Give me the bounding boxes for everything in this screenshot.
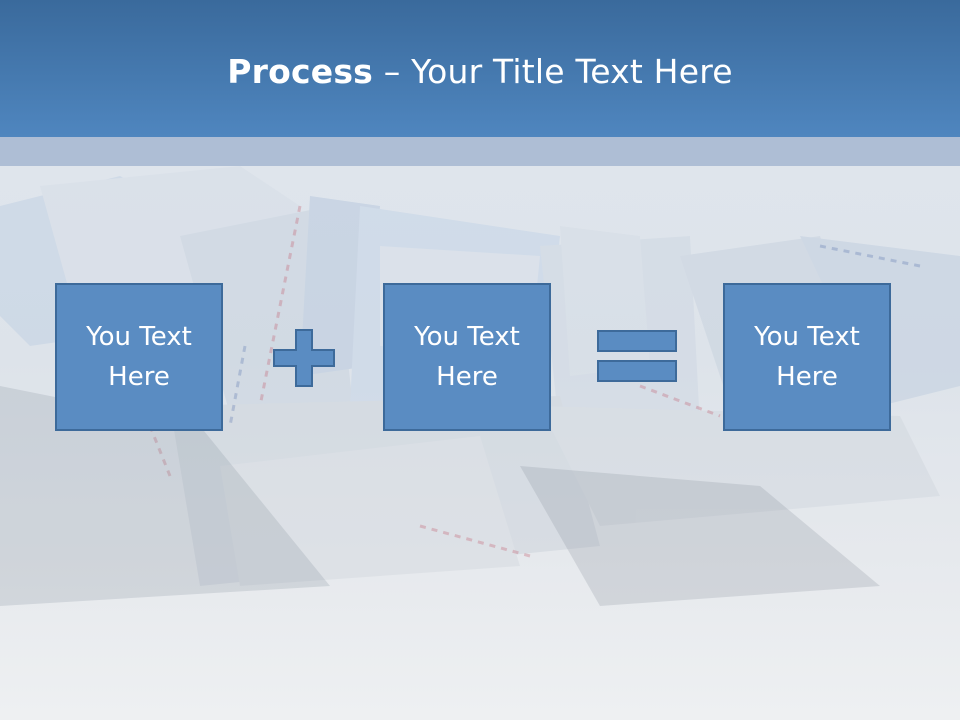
background-photo (0, 166, 960, 720)
plus-icon (273, 329, 335, 387)
process-box-2[interactable]: You Text Here (383, 283, 551, 431)
equals-icon (597, 330, 677, 382)
process-box-3[interactable]: You Text Here (723, 283, 891, 431)
process-box-1-text: You Text Here (86, 322, 192, 392)
title-bar: Process – Your Title Text Here (0, 0, 960, 137)
process-box-2-text: You Text Here (414, 322, 520, 392)
process-box-3-text: You Text Here (754, 322, 860, 392)
title-rest: – Your Title Text Here (373, 52, 733, 91)
header-band (0, 137, 960, 166)
process-box-1[interactable]: You Text Here (55, 283, 223, 431)
slide-title: Process – Your Title Text Here (0, 52, 960, 91)
envelopes-illustration (0, 166, 960, 606)
title-bold: Process (227, 52, 374, 91)
